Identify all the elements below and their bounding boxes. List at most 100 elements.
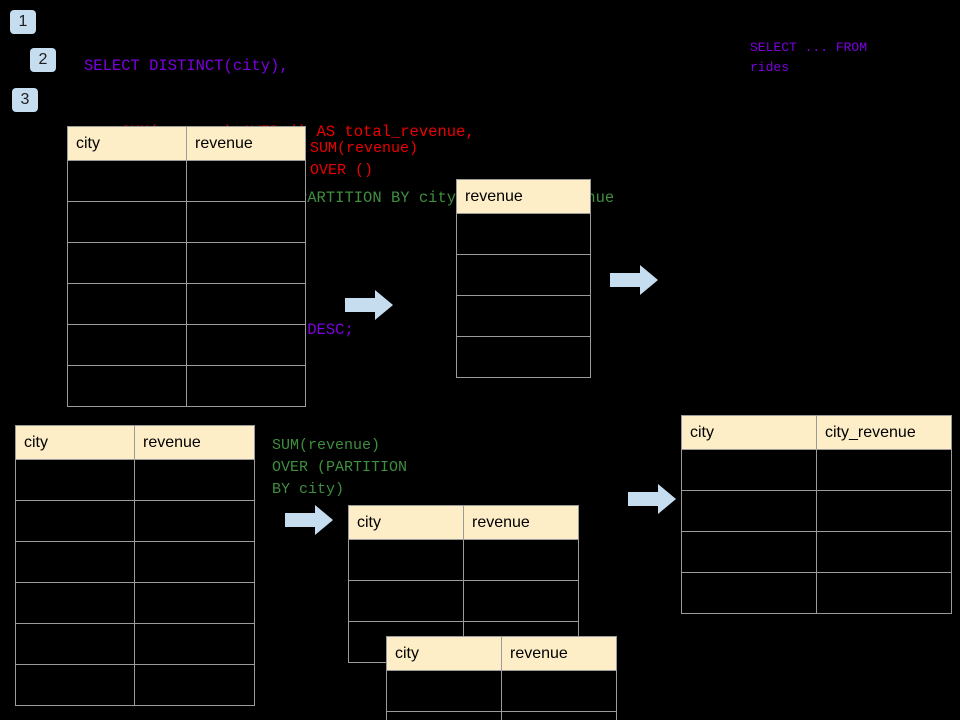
table-total-revenue: revenue (456, 179, 591, 378)
table-row (456, 295, 591, 337)
table-row (15, 664, 255, 706)
table-row (67, 160, 306, 202)
table-row (67, 283, 306, 325)
table-row (681, 449, 952, 491)
cell-city (681, 531, 817, 573)
cell-city (681, 449, 817, 491)
cell-revenue (456, 336, 591, 378)
cell-city-revenue (816, 490, 952, 532)
cell-city (15, 582, 135, 624)
cell-city-revenue (816, 531, 952, 573)
table-row (386, 670, 617, 712)
table-final-result: city city_revenue (681, 415, 952, 614)
cell-revenue (134, 623, 255, 665)
arrow-top-2 (610, 265, 658, 295)
table-row (456, 213, 591, 255)
table-row (348, 580, 579, 622)
table-header-row: city revenue (15, 425, 255, 460)
cell-revenue (456, 254, 591, 296)
table-row (15, 623, 255, 665)
column-header-city: city (681, 415, 817, 450)
column-header-city: city (67, 126, 187, 161)
right-arrow-icon (345, 290, 393, 320)
cell-city (15, 664, 135, 706)
cell-revenue (501, 670, 617, 712)
cell-revenue (134, 582, 255, 624)
cell-city-revenue (816, 572, 952, 614)
cell-revenue (456, 213, 591, 255)
column-header-revenue: revenue (463, 505, 579, 540)
cell-revenue (186, 283, 306, 325)
right-arrow-icon (285, 505, 333, 535)
cell-city (348, 580, 464, 622)
cell-city (15, 623, 135, 665)
table-row (67, 324, 306, 366)
table-row (67, 201, 306, 243)
sql-line-1: SELECT DISTINCT(city), (84, 57, 289, 75)
table-row (456, 254, 591, 296)
step-badge-1: 1 (10, 10, 36, 34)
table-row (681, 490, 952, 532)
column-header-city-revenue: city_revenue (816, 415, 952, 450)
cell-city (67, 283, 187, 325)
right-arrow-icon (628, 484, 676, 514)
table-rides-source-top: city revenue (67, 126, 306, 407)
table-header-row: revenue (456, 179, 591, 214)
table-row (456, 336, 591, 378)
cell-city (348, 539, 464, 581)
table-row (67, 365, 306, 407)
table-row (15, 582, 255, 624)
step-badge-2: 2 (30, 48, 56, 72)
arrow-top-1 (345, 290, 393, 320)
cell-city (67, 201, 187, 243)
cell-city (67, 365, 187, 407)
cell-revenue (134, 541, 255, 583)
table-partition-front: city revenue (386, 636, 617, 720)
column-header-revenue: revenue (134, 425, 255, 460)
cell-city (681, 490, 817, 532)
cell-city (67, 324, 187, 366)
column-header-city: city (15, 425, 135, 460)
table-header-row: city revenue (348, 505, 579, 540)
column-header-revenue: revenue (186, 126, 306, 161)
cell-revenue (134, 500, 255, 542)
annotation-sum-over-partition: SUM(revenue) OVER (PARTITION BY city) (272, 437, 408, 498)
cell-revenue (463, 580, 579, 622)
cell-revenue (134, 664, 255, 706)
table-row (15, 459, 255, 501)
column-header-revenue: revenue (456, 179, 591, 214)
cell-city (67, 160, 187, 202)
table-row (15, 500, 255, 542)
annotation-sum-over-empty: SUM(revenue) OVER () (310, 140, 419, 179)
annotation-outer-select: SELECT ... FROM rides (750, 40, 868, 75)
table-header-row: city revenue (386, 636, 617, 671)
column-header-city: city (386, 636, 502, 671)
cell-revenue (134, 459, 255, 501)
cell-city (67, 242, 187, 284)
table-row (681, 531, 952, 573)
column-header-revenue: revenue (501, 636, 617, 671)
cell-revenue (463, 539, 579, 581)
step-badge-3: 3 (12, 88, 38, 112)
table-row (67, 242, 306, 284)
table-rides-source-bottom: city revenue (15, 425, 255, 706)
cell-city-revenue (816, 449, 952, 491)
cell-revenue (456, 295, 591, 337)
cell-revenue (186, 365, 306, 407)
cell-city (681, 572, 817, 614)
cell-revenue (186, 242, 306, 284)
arrow-bottom-1 (285, 505, 333, 535)
cell-revenue (501, 711, 617, 720)
cell-city (15, 459, 135, 501)
right-arrow-icon (610, 265, 658, 295)
cell-city (386, 711, 502, 720)
column-header-city: city (348, 505, 464, 540)
cell-revenue (186, 160, 306, 202)
cell-city (15, 500, 135, 542)
table-header-row: city city_revenue (681, 415, 952, 450)
cell-city (15, 541, 135, 583)
table-row (681, 572, 952, 614)
cell-revenue (186, 324, 306, 366)
table-row (15, 541, 255, 583)
